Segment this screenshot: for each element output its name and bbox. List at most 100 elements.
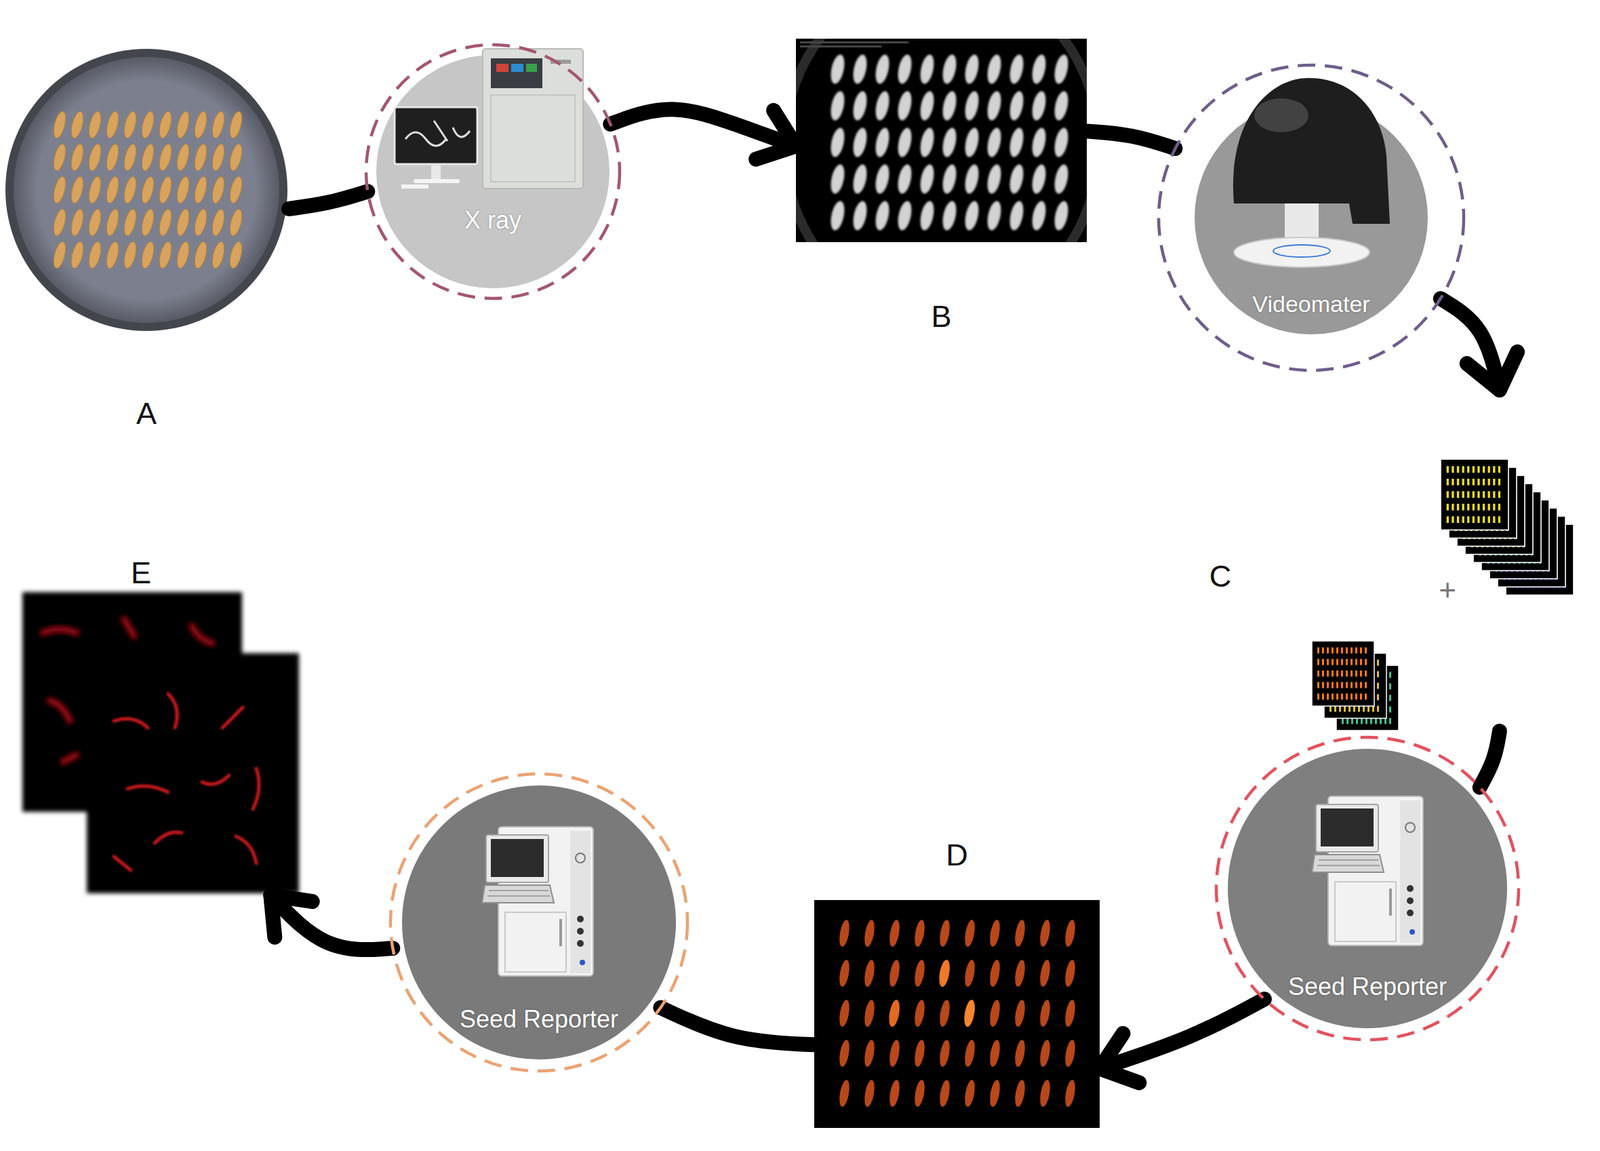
- dashed-ring: [390, 773, 688, 1071]
- videomater-device: [1194, 77, 1428, 335]
- x-ray-device: [394, 107, 478, 165]
- text-holder: D: [814, 834, 1100, 876]
- petri-dish: [13, 56, 280, 323]
- dashed-ring: [1158, 65, 1464, 371]
- x-ray-device: [413, 178, 460, 184]
- label-holder: +: [1430, 572, 1465, 607]
- image-panel: B: [795, 38, 1087, 337]
- panel-letter: A: [136, 396, 157, 431]
- fluorescence-image: [814, 899, 1100, 1128]
- x-ray-device: [376, 48, 610, 289]
- seed-reporter-device: [482, 826, 594, 976]
- fluorescence-image: [887, 998, 902, 1028]
- seed-reporter-device: [402, 785, 676, 1059]
- image-panel: E: [20, 552, 302, 895]
- seed-reporter-device: [1227, 748, 1508, 1028]
- text-holder: B: [795, 296, 1087, 337]
- image-panel: C: [1206, 389, 1595, 731]
- image-panel: A: [4, 47, 289, 441]
- x-ray-image: [800, 45, 882, 48]
- arrow-head: [755, 110, 796, 160]
- seedling-image: [113, 693, 259, 870]
- text-holder: E: [120, 552, 162, 594]
- seedling-image: [22, 591, 299, 893]
- device-circle: Seed Reporter: [1214, 734, 1521, 1042]
- arrow-line: [660, 1007, 815, 1045]
- seed-reporter-device: [402, 785, 676, 1059]
- flow-arrow: [1440, 298, 1518, 390]
- seedling-image: [86, 652, 299, 893]
- x-ray-image: [826, 50, 1073, 234]
- dashed-ring: [364, 42, 622, 301]
- spectral-image-stack: [1446, 469, 1504, 520]
- text-holder: A: [4, 393, 289, 434]
- x-ray-device: [490, 94, 575, 182]
- text-holder: C: [1206, 555, 1234, 597]
- device-circle: Videomater: [1156, 63, 1466, 373]
- petri-dish: [50, 108, 248, 272]
- x-ray-image: [795, 38, 1087, 243]
- flow-arrow: [270, 894, 393, 950]
- text-holder: X ray: [391, 205, 595, 236]
- device-label: Seed Reporter: [1288, 972, 1447, 1000]
- flow-arrow: [1480, 730, 1500, 788]
- flow-arrow: [610, 109, 796, 159]
- x-ray-device: [401, 184, 429, 189]
- arrow-head: [1099, 1033, 1139, 1083]
- x-ray-device: [482, 48, 584, 189]
- petri-dish: [5, 48, 288, 331]
- device-label: X ray: [464, 206, 522, 234]
- x-ray-device: [490, 58, 543, 89]
- dashed-ring: [1216, 736, 1519, 1040]
- device-label: Seed Reporter: [459, 1005, 619, 1033]
- x-ray-device: [526, 63, 537, 72]
- x-ray-device: [431, 165, 441, 179]
- fluorescence-image-stack: [1311, 640, 1399, 731]
- x-ray-image: [784, 0, 1099, 316]
- dashed-ring: [1156, 63, 1466, 373]
- panel-letter: C: [1209, 559, 1232, 594]
- fluorescence-image: [937, 958, 952, 988]
- fluorescence-image: [814, 899, 1100, 1128]
- videomater-device: [1233, 237, 1370, 268]
- x-ray-device: [511, 63, 524, 72]
- fluorescence-image: [962, 998, 977, 1028]
- image-panel: D: [814, 830, 1100, 1128]
- arrow-line: [288, 191, 368, 209]
- arrow-head: [270, 894, 312, 937]
- x-ray-device: [405, 120, 470, 146]
- videomater-device: [1273, 244, 1331, 257]
- arrow-head: [1467, 351, 1518, 390]
- panel-letter: D: [945, 837, 969, 872]
- x-ray-image: [800, 41, 909, 44]
- videomater-device: [1233, 77, 1390, 224]
- text-holder: Videomater: [1233, 289, 1390, 320]
- text-holder: Seed Reporter: [430, 1003, 648, 1035]
- x-ray-image: [795, 38, 1087, 243]
- arrow-line: [1480, 730, 1500, 788]
- fluorescence-image-stack: [1311, 640, 1375, 706]
- arrow-line: [1086, 130, 1176, 148]
- device-circle: Seed Reporter: [388, 771, 690, 1073]
- flow-arrow: [1086, 130, 1176, 148]
- text-holder: Seed Reporter: [1258, 970, 1476, 1003]
- x-ray-device: [496, 63, 509, 72]
- arrow-line: [270, 894, 393, 950]
- flow-arrow: [288, 191, 368, 209]
- seed-reporter-device: [1311, 795, 1424, 946]
- spectral-image-stack: [1440, 458, 1509, 530]
- seed-reporter-device: [1227, 748, 1508, 1028]
- plus-sign: +: [1438, 573, 1457, 607]
- petri-dish: [5, 48, 288, 331]
- device-label: Videomater: [1252, 291, 1370, 317]
- dashed-ring: [366, 44, 620, 299]
- fluorescence-image-stack: [1317, 650, 1369, 697]
- panel-letter: B: [930, 299, 952, 334]
- videomater-device: [1254, 98, 1309, 133]
- x-ray-image: [795, 38, 1087, 243]
- device-circle: X ray: [364, 42, 622, 301]
- fluorescence-image-stack: [1311, 640, 1375, 706]
- flow-arrow: [660, 1007, 815, 1045]
